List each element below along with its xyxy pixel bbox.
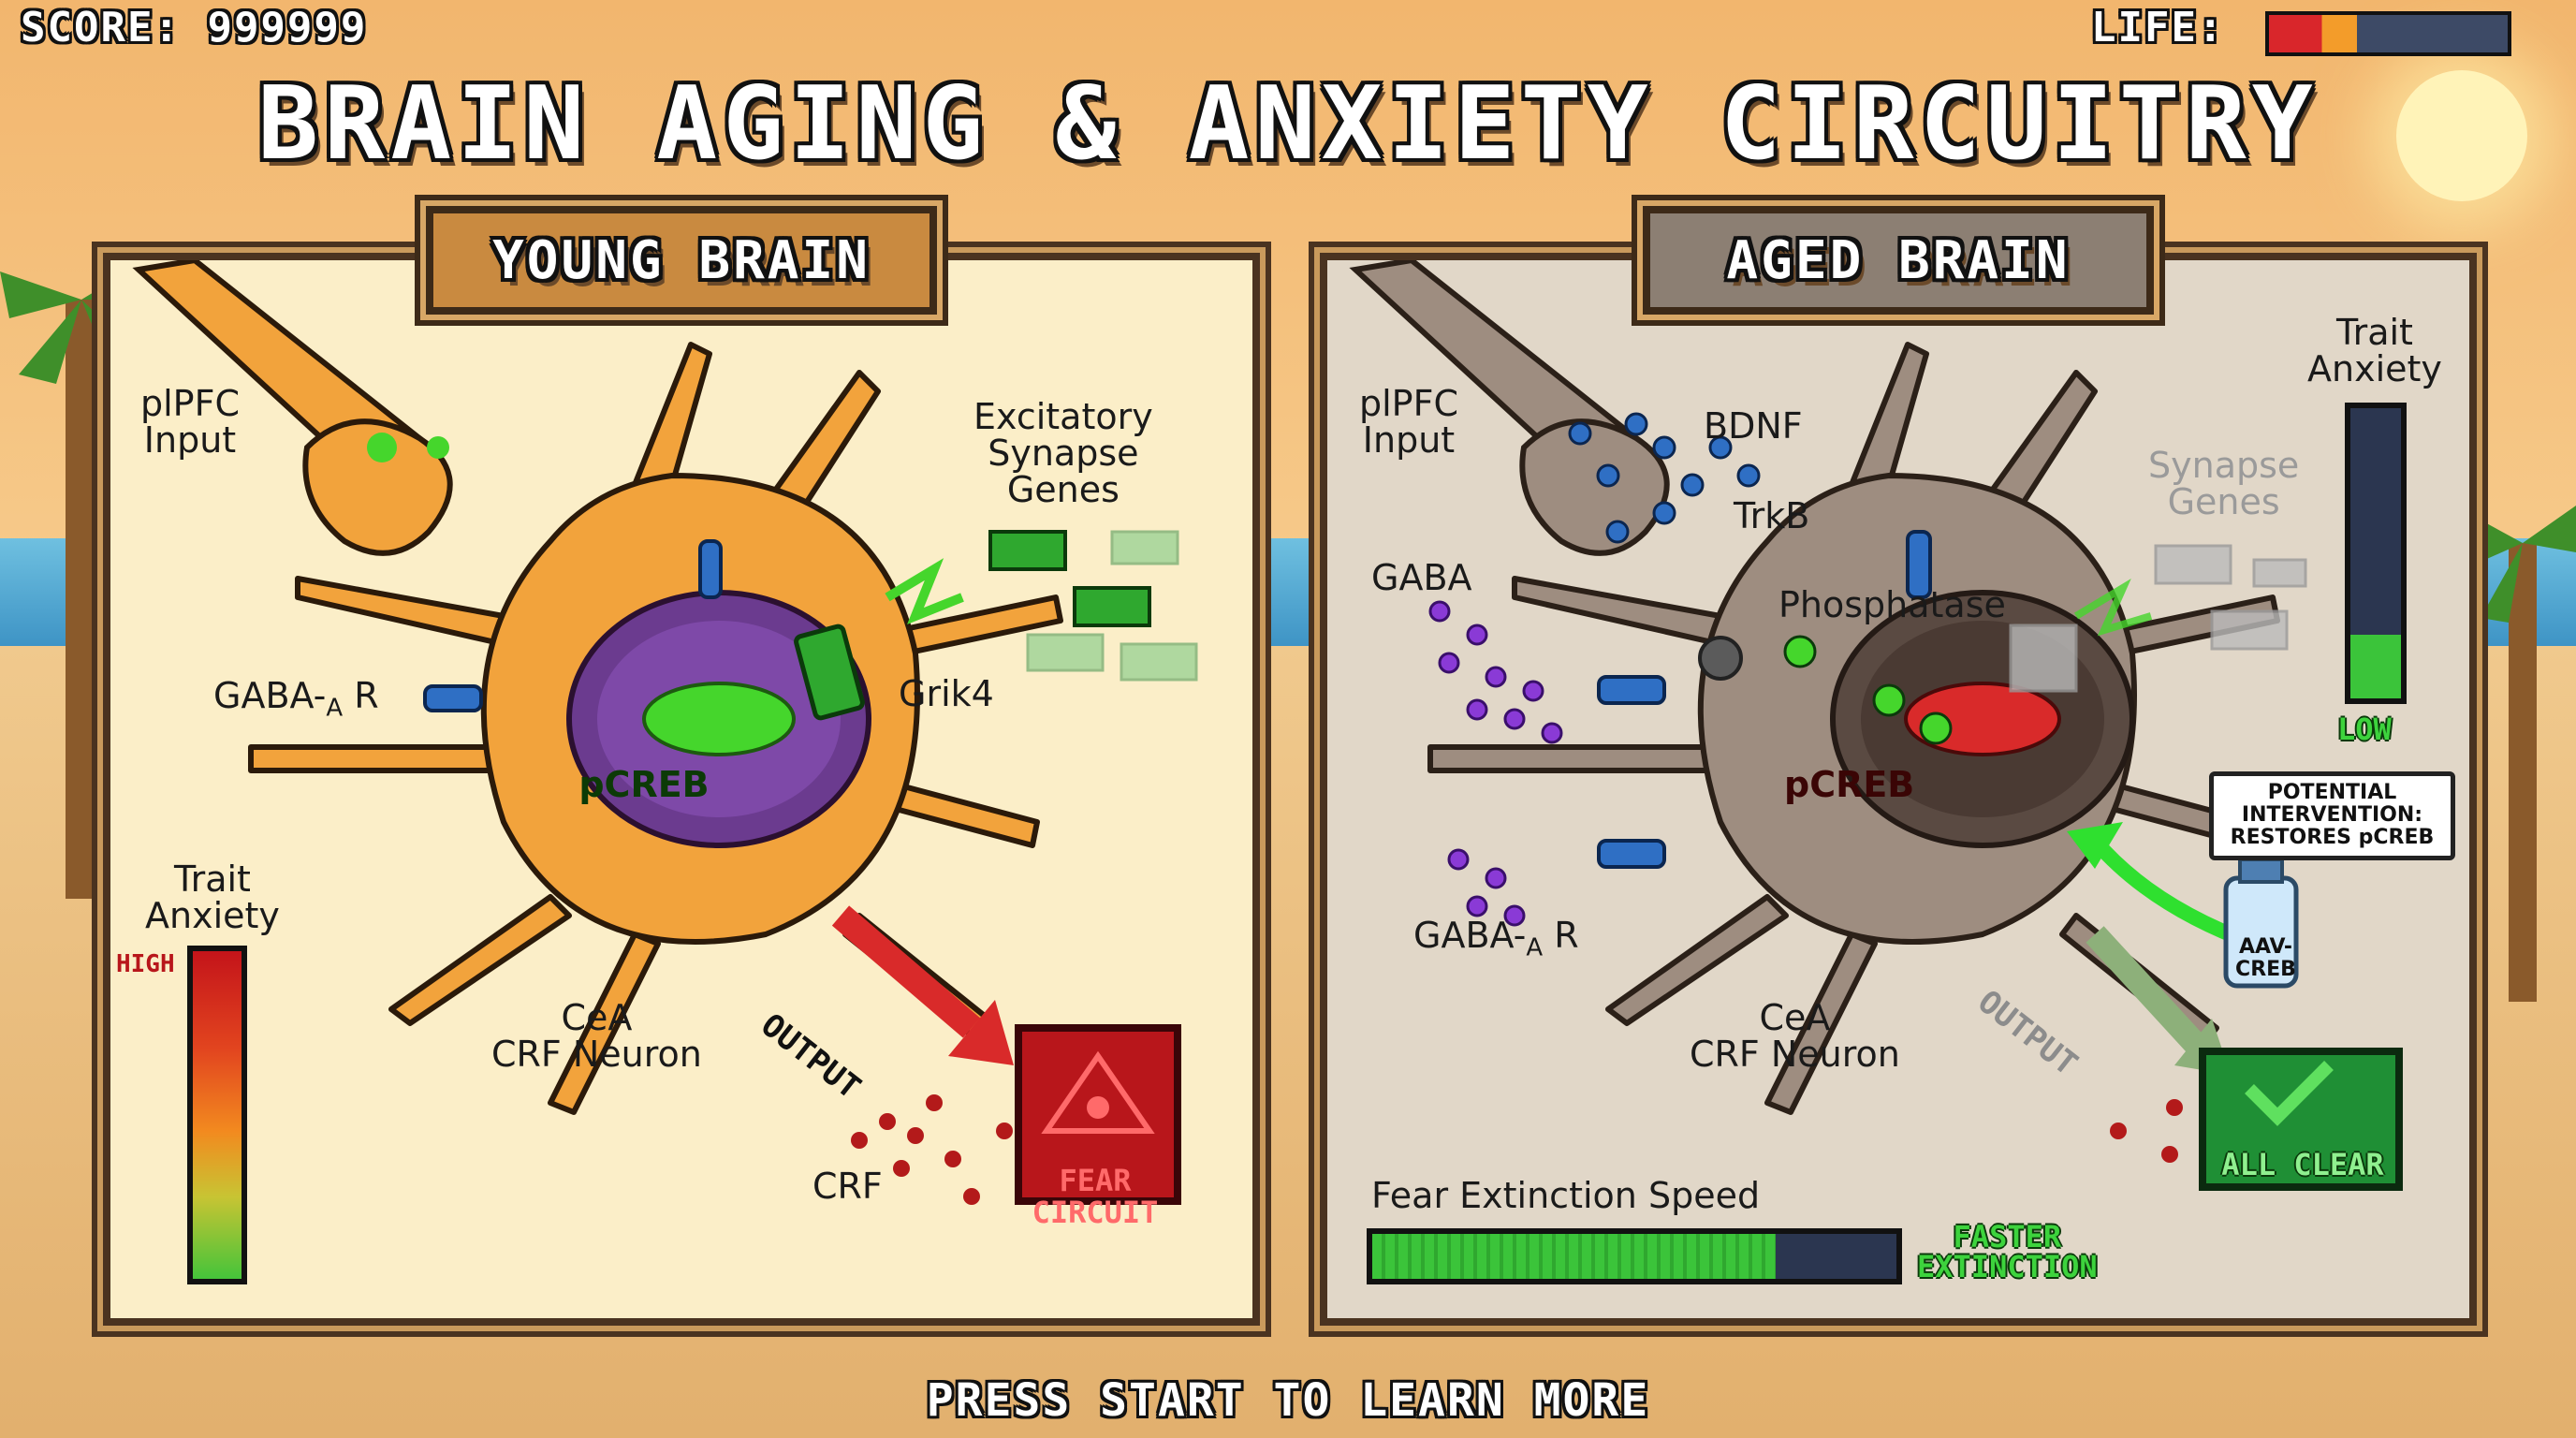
trkb-label: TrkB [1734, 495, 1810, 536]
all-clear-label: ALL CLEAR [2221, 1147, 2384, 1182]
young-anxiety-meter-fill [193, 951, 242, 1279]
faster-extinction-label: FASTER EXTINCTION [1917, 1219, 2098, 1284]
press-start-prompt[interactable]: PRESS START TO LEARN MORE [926, 1374, 1650, 1427]
checkmark-icon [2245, 1061, 2334, 1126]
life-bar [2265, 11, 2511, 56]
aged-anxiety-meter [2345, 403, 2407, 704]
aged-anxiety-meter-fill [2350, 634, 2401, 698]
young-gaba-receptor-label: GABA-A R [213, 675, 379, 723]
palm-tree-right-icon [2471, 506, 2576, 1002]
aged-brain-tab: AGED BRAIN [1643, 206, 2154, 315]
life-bar-fill [2269, 15, 2358, 52]
aged-plpfc-label: plPFC Input [1359, 383, 1458, 461]
fear-extinction-label: Fear Extinction Speed [1371, 1175, 1761, 1216]
young-anxiety-high-label: HIGH [116, 950, 175, 978]
score-value: 999999 [207, 4, 368, 51]
young-plpfc-label: plPFC Input [140, 383, 240, 461]
young-cea-neuron-label: CeA CRF Neuron [491, 997, 702, 1075]
phosphatase-label: Phosphatase [1778, 584, 2006, 625]
life-label: LIFE: [2091, 4, 2225, 51]
young-brain-tab: YOUNG BRAIN [426, 206, 937, 315]
aged-cea-neuron-label: CeA CRF Neuron [1690, 997, 1900, 1075]
young-neuron-illustration [132, 260, 1198, 1205]
score-display: SCORE: 999999 [21, 4, 367, 51]
grik4-label: Grik4 [899, 673, 994, 714]
gaba-label: GABA [1371, 557, 1472, 598]
page-title: BRAIN AGING & ANXIETY CIRCUITRY [257, 66, 2319, 183]
aav-creb-label: AAV- CREB [2235, 935, 2296, 982]
aged-gaba-receptor-label: GABA-A R [1413, 915, 1579, 962]
young-output-arrow [831, 905, 981, 1038]
young-anxiety-meter [187, 946, 247, 1284]
young-excitatory-genes-label: Excitatory Synapse Genes [973, 396, 1153, 510]
bdnf-label: BDNF [1704, 405, 1803, 447]
aged-synapse-genes-label: Synapse Genes [2148, 445, 2300, 522]
score-label: SCORE: [21, 4, 181, 51]
sun-icon [2396, 70, 2527, 201]
fear-circuit-label: FEAR CIRCUIT [1032, 1163, 1159, 1230]
aged-trait-anxiety-label: Trait Anxiety [2307, 312, 2442, 389]
fear-extinction-meter-fill [1372, 1234, 1777, 1279]
young-trait-anxiety-label: Trait Anxiety [145, 858, 280, 936]
fear-extinction-meter [1367, 1228, 1902, 1284]
all-clear-box [2199, 1048, 2403, 1191]
intervention-callout: POTENTIAL INTERVENTION: RESTORES pCREB [2209, 771, 2455, 860]
plpfc-terminal [302, 418, 453, 556]
aged-pcreb-label: pCREB [1784, 764, 1915, 805]
young-pcreb-label: pCREB [578, 764, 710, 805]
skull-warning-icon [1041, 1050, 1155, 1134]
crf-label: CRF [812, 1166, 883, 1207]
aged-anxiety-low-label: LOW [2337, 712, 2392, 747]
